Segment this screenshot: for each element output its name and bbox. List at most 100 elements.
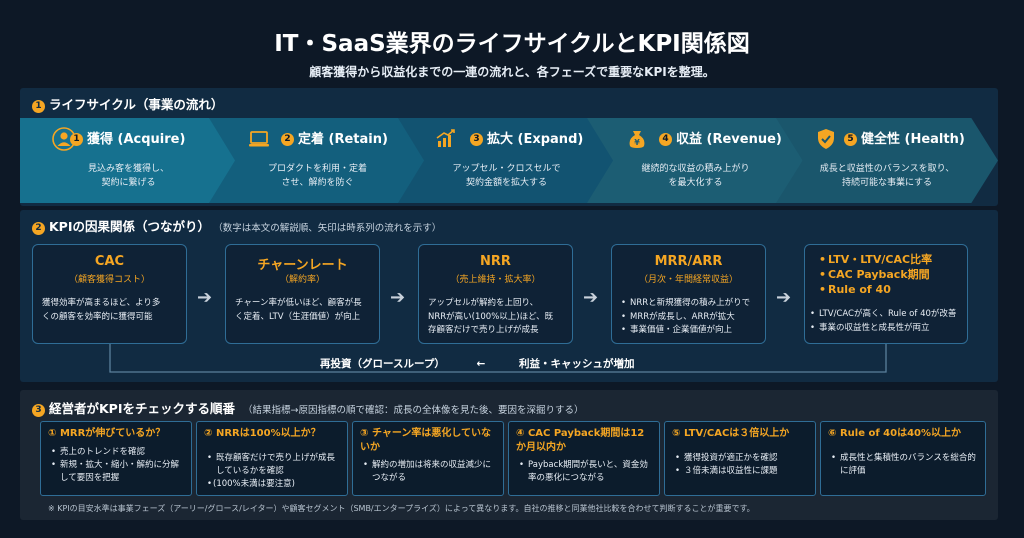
right-arrow-icon: ➔ (583, 287, 599, 308)
kpi-subtitle: （顧客獲得コスト） (68, 275, 150, 285)
section-number-badge: 3 (32, 404, 45, 417)
section-heading-text: KPIの因果関係（つながり） (49, 219, 210, 234)
stage-desc-line: 持続可能な事業にする (841, 177, 933, 188)
kpi-subtitle: （月次・年間経常収益） (638, 275, 738, 285)
right-arrow-icon: ➔ (776, 287, 792, 308)
stage-desc-line: 見込み客を獲得し、 (87, 164, 169, 174)
check-bullets: 成長性と集積性のバランスを総合的に評価 (831, 452, 979, 478)
stage-health-desc: 成長と収益性のバランスを取り、 持続可能な事業にする (776, 163, 998, 191)
kpi-box-mrr-arr: MRR/ARR （月次・年間経常収益） NRRと新規獲得の積み上がりで MRRが… (611, 244, 766, 344)
check-box-rule-of-40: ⑥ Rule of 40は40%以上か 成長性と集積性のバランスを総合的に評価 (820, 421, 986, 496)
check-box-churn: ③ チャーン率は悪化していないか 解約の増加は将来の収益減少につながる (352, 421, 504, 496)
right-arrow-icon: ➔ (197, 287, 213, 308)
kpi-description: NRRと新規獲得の積み上がりで MRRが成長し、ARRが拡大 事業価値・企業価値… (621, 297, 758, 338)
kpi-box-cac: CAC （顧客獲得コスト） 獲得効率が高まるほど、より多 くの顧客を効率的に獲得… (32, 244, 187, 344)
kpi-description: アップセルが解約を上回り、 NRRが高い(100%以上)ほど、既 存顧客だけで売… (428, 297, 565, 338)
stage-acquire-desc: 見込み客を獲得し、 契約に繋げる (20, 163, 237, 191)
check-bullet: 解約の増加は将来の収益減少につながる (363, 459, 497, 485)
section-number-badge: 2 (32, 222, 45, 235)
kpi-metric-item: CAC Payback期間 (819, 268, 932, 283)
kpi-box-churn: チャーンレート （解約率） チャーン率が低いほど、顧客が長 く定着、LTV（生涯… (225, 244, 380, 344)
stage-desc-line: 継続的な収益の積み上がり (641, 164, 750, 174)
kpi-title: チャーンレート (257, 258, 348, 273)
check-bullet: 成長性と集積性のバランスを総合的に評価 (831, 452, 979, 478)
stage-desc-line: 契約に繋げる (101, 177, 156, 188)
stage-desc-line: 契約金額を拡大する (465, 177, 547, 188)
check-bullet: (100%未満は要注意) (207, 478, 341, 491)
check-title: ⑥ Rule of 40は40%以上か (828, 428, 962, 439)
stage-number-badge: 5 (844, 133, 857, 146)
user-icon (52, 127, 76, 151)
kpi-bullet: 事業価値・企業価値が向上 (621, 324, 758, 338)
check-bullet: 新規・拡大・縮小・解約に分解して要因を把握 (51, 459, 185, 485)
check-box-mrr: ① MRRが伸びているか？ 売上のトレンドを確認 新規・拡大・縮小・解約に分解し… (40, 421, 192, 496)
check-bullets: 解約の増加は将来の収益減少につながる (363, 459, 497, 485)
check-title: ⑤ LTV/CACは３倍以上か (672, 428, 790, 439)
check-box-nrr: ② NRRは100%以上か？ 既存顧客だけで売り上げが成長しているかを確認 (1… (196, 421, 348, 496)
kpi-description: 獲得効率が高まるほど、より多 くの顧客を効率的に獲得可能 (42, 297, 179, 324)
check-title: ① MRRが伸びているか？ (48, 428, 166, 439)
section-note: （数字は本文の解説順、矢印は時系列の流れを示す） (218, 223, 442, 234)
growth-loop-label: 再投資（グロースループ） ← 利益・キャッシュが増加 (320, 356, 634, 371)
kpi-metric-item: LTV・LTV/CAC比率 (819, 253, 932, 268)
money-bag-icon: ¥ (629, 131, 645, 148)
kpi-box-ltv: LTV・LTV/CAC比率 CAC Payback期間 Rule of 40 L… (804, 244, 968, 344)
check-bullet: 獲得投資が適正かを確認 (675, 452, 809, 465)
kpi-subtitle: （解約率） (279, 275, 325, 285)
laptop-icon (249, 131, 269, 147)
check-bullets: Payback期間が長いと、資金効率の悪化につながる (519, 459, 653, 485)
page-title: IT・SaaS業界のライフサイクルとKPI関係図 (274, 31, 750, 57)
kpi-box-nrr: NRR （売上維持・拡大率） アップセルが解約を上回り、 NRRが高い(100%… (418, 244, 573, 344)
kpi-bullet: MRRが成長し、ARRが拡大 (621, 311, 758, 325)
kpi-description: チャーン率が低いほど、顧客が長 く定着、LTV（生涯価値）が向上 (235, 297, 372, 324)
right-arrow-icon: ➔ (390, 287, 406, 308)
stage-desc-line: させ、解約を防ぐ (281, 177, 354, 188)
check-title: ③ チャーン率は悪化していないか (360, 428, 492, 453)
kpi-desc-line: アップセルが解約を上回り、 (428, 298, 539, 308)
check-bullet: ３倍未満は収益性に課題 (675, 465, 809, 478)
kpi-bullet: 事業の収益性と成長性が両立 (810, 322, 963, 336)
page-subtitle: 顧客獲得から収益化までの一連の流れと、各フェーズで重要なKPIを整理。 (309, 65, 715, 79)
check-title: ④ CAC Payback期間は12か月以内か (516, 428, 645, 453)
kpi-description: LTV/CACが高く、Rule of 40が改善 事業の収益性と成長性が両立 (810, 308, 963, 335)
shield-check-icon (818, 129, 834, 149)
section-heading-text: 経営者がKPIをチェックする順番 (49, 401, 235, 416)
kpi-bullet: LTV/CACが高く、Rule of 40が改善 (810, 308, 963, 322)
check-bullet: Payback期間が長いと、資金効率の悪化につながる (519, 459, 653, 485)
section-number-badge: 1 (32, 100, 45, 113)
check-title: ② NRRは100%以上か？ (204, 428, 321, 439)
stage-desc-line: を最大化する (668, 177, 723, 188)
check-bullets: 既存顧客だけで売り上げが成長しているかを確認 (100%未満は要注意) (207, 452, 341, 492)
kpi-desc-line: チャーン率が低いほど、顧客が長 (235, 298, 362, 308)
kpi-title: CAC (94, 254, 125, 269)
check-bullets: 売上のトレンドを確認 新規・拡大・縮小・解約に分解して要因を把握 (51, 446, 185, 486)
footnote: ※ KPIの目安水準は事業フェーズ（アーリー/グロース/レイター）や顧客セグメン… (48, 504, 755, 513)
kpi-desc-line: NRRが高い(100%以上)ほど、既 (428, 311, 554, 322)
loop-left-text: 再投資（グロースループ） (320, 358, 445, 370)
stage-desc-line: プロダクトを利用・定着 (267, 164, 367, 174)
stage-desc-line: アップセル・クロスセルで (452, 164, 561, 174)
svg-text:¥: ¥ (634, 138, 640, 147)
kpi-bullet: NRRと新規獲得の積み上がりで (621, 297, 758, 311)
stage-retain-desc: プロダクトを利用・定着 させ、解約を防ぐ (209, 163, 426, 191)
kpi-title: MRR/ARR (654, 254, 723, 269)
stage-number-badge: 3 (470, 133, 483, 146)
kpi-title: NRR (480, 254, 511, 269)
kpi-metric-list: LTV・LTV/CAC比率 CAC Payback期間 Rule of 40 (819, 253, 932, 298)
kpi-desc-line: 存顧客だけで売り上げが成長 (428, 325, 539, 336)
stage-title-text: 定着 (Retain) (298, 132, 388, 147)
left-arrow-icon: ← (476, 358, 486, 370)
check-bullet: 既存顧客だけで売り上げが成長しているかを確認 (207, 452, 341, 478)
kpi-subtitle: （売上維持・拡大率） (450, 275, 541, 285)
stage-number-badge: 4 (659, 133, 672, 146)
check-box-cac-payback: ④ CAC Payback期間は12か月以内か Payback期間が長いと、資金… (508, 421, 660, 496)
check-box-ltv-cac: ⑤ LTV/CACは３倍以上か 獲得投資が適正かを確認 ３倍未満は収益性に課題 (664, 421, 816, 496)
kpi-desc-line: く定着、LTV（生涯価値）が向上 (235, 311, 361, 322)
